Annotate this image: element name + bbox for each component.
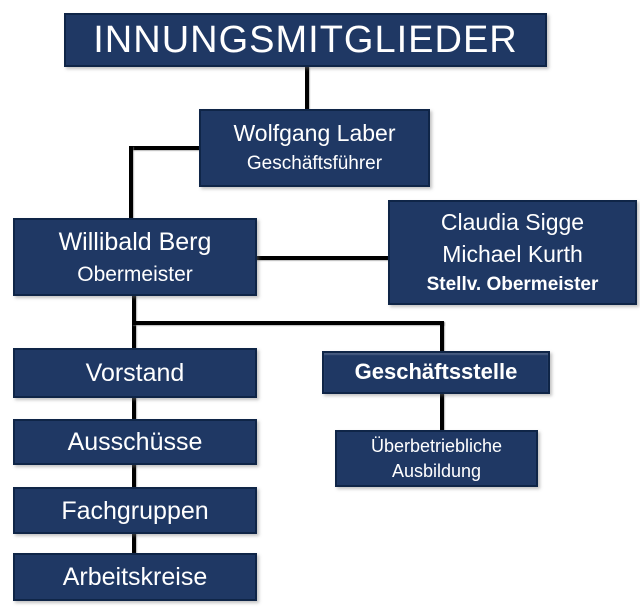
node-vorstand: Vorstand <box>13 348 257 398</box>
person-role: Stellv. Obermeister <box>426 273 599 295</box>
node-label-line1: Überbetriebliche <box>370 436 503 457</box>
node-fachgruppen: Fachgruppen <box>13 487 257 534</box>
connector-geschaeftsfuehrer-obermeister-vertical <box>129 146 133 220</box>
connector-ausschuesse-fachgruppen <box>132 463 136 489</box>
connector-obermeister-stellv <box>255 256 390 260</box>
node-arbeitskreise: Arbeitskreise <box>13 553 257 601</box>
connector-geschaeftsfuehrer-obermeister-horizontal <box>129 146 201 150</box>
connector-obermeister-geschaeftsstelle-vertical <box>440 321 444 353</box>
person-name: Claudia Sigge <box>440 209 585 236</box>
node-label-line2: Ausbildung <box>391 460 482 481</box>
node-label: Vorstand <box>85 359 185 387</box>
person-name: Michael Kurth <box>442 240 583 267</box>
node-label: INNUNGSMITGLIEDER <box>93 18 518 61</box>
connector-obermeister-geschaeftsstelle-horizontal <box>132 321 444 325</box>
node-label: Ausschüsse <box>67 428 203 456</box>
person-role: Geschäftsführer <box>246 153 383 175</box>
person-role: Obermeister <box>77 262 193 286</box>
node-stellv-obermeister: Claudia Sigge Michael Kurth Stellv. Ober… <box>388 200 637 305</box>
node-ueberbetriebliche-ausbildung: Überbetriebliche Ausbildung <box>335 430 538 487</box>
connector-fachgruppen-arbeitskreise <box>132 532 136 555</box>
person-name: Wolfgang Laber <box>233 120 396 147</box>
node-geschaeftsfuehrer: Wolfgang Laber Geschäftsführer <box>199 109 430 187</box>
node-innungsmitglieder: INNUNGSMITGLIEDER <box>64 13 547 67</box>
node-ausschuesse: Ausschüsse <box>13 419 257 465</box>
node-label: Arbeitskreise <box>62 563 208 591</box>
node-label: Geschäftsstelle <box>354 359 518 385</box>
node-obermeister: Willibald Berg Obermeister <box>13 218 257 296</box>
person-name: Willibald Berg <box>58 227 212 256</box>
node-label: Fachgruppen <box>61 496 209 525</box>
connector-vorstand-ausschuesse <box>132 396 136 421</box>
connector-geschaeftsstelle-ausbildung <box>440 393 444 432</box>
node-geschaeftsstelle: Geschäftsstelle <box>322 351 550 394</box>
connector-members-geschaeftsfuehrer <box>305 66 309 111</box>
